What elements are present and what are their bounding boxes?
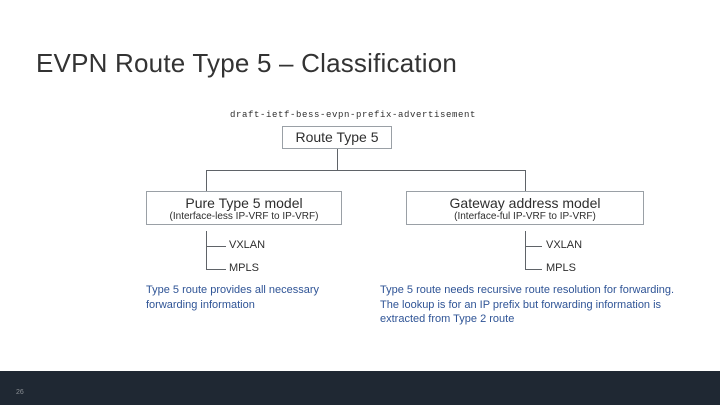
page-title: EVPN Route Type 5 – Classification [36,48,458,78]
branch-node-pure-type-5-model: Pure Type 5 model (Interface-less IP-VRF… [146,191,342,225]
leaf-label-right-mpls: MPLS [546,262,576,274]
branch-subtitle-right: (Interface-ful IP-VRF to IP-VRF) [454,211,596,223]
branch-title-left: Pure Type 5 model [185,195,303,211]
connector-left-branch [206,170,207,191]
connector-right-leaf-vxlan [525,246,542,247]
branch-title-right: Gateway address model [449,195,601,211]
footer-band [0,371,720,405]
leaf-label-left-vxlan: VXLAN [229,239,266,251]
root-node-route-type-5: Route Type 5 [282,126,392,149]
connector-left-leaf-stem [206,231,207,269]
connector-left-leaf-vxlan [206,246,226,247]
branch-node-gateway-address-model: Gateway address model (Interface-ful IP-… [406,191,644,225]
connector-left-leaf-mpls [206,269,226,270]
connector-right-leaf-stem [525,231,526,269]
draft-reference-label: draft-ietf-bess-evpn-prefix-advertisemen… [229,110,477,120]
leaf-label-left-mpls: MPLS [229,262,259,274]
page-number: 26 [16,389,24,396]
connector-right-branch [525,170,526,191]
note-left: Type 5 route provides all necessary forw… [146,284,320,311]
connector-right-leaf-mpls [525,269,542,270]
root-node-label: Route Type 5 [295,128,379,145]
leaf-label-right-vxlan: VXLAN [546,239,583,251]
connector-root-horizontal [206,170,525,171]
connector-root-stem [337,149,338,170]
note-right: Type 5 route needs recursive route resol… [380,284,675,326]
branch-subtitle-left: (Interface-less IP-VRF to IP-VRF) [169,211,319,223]
